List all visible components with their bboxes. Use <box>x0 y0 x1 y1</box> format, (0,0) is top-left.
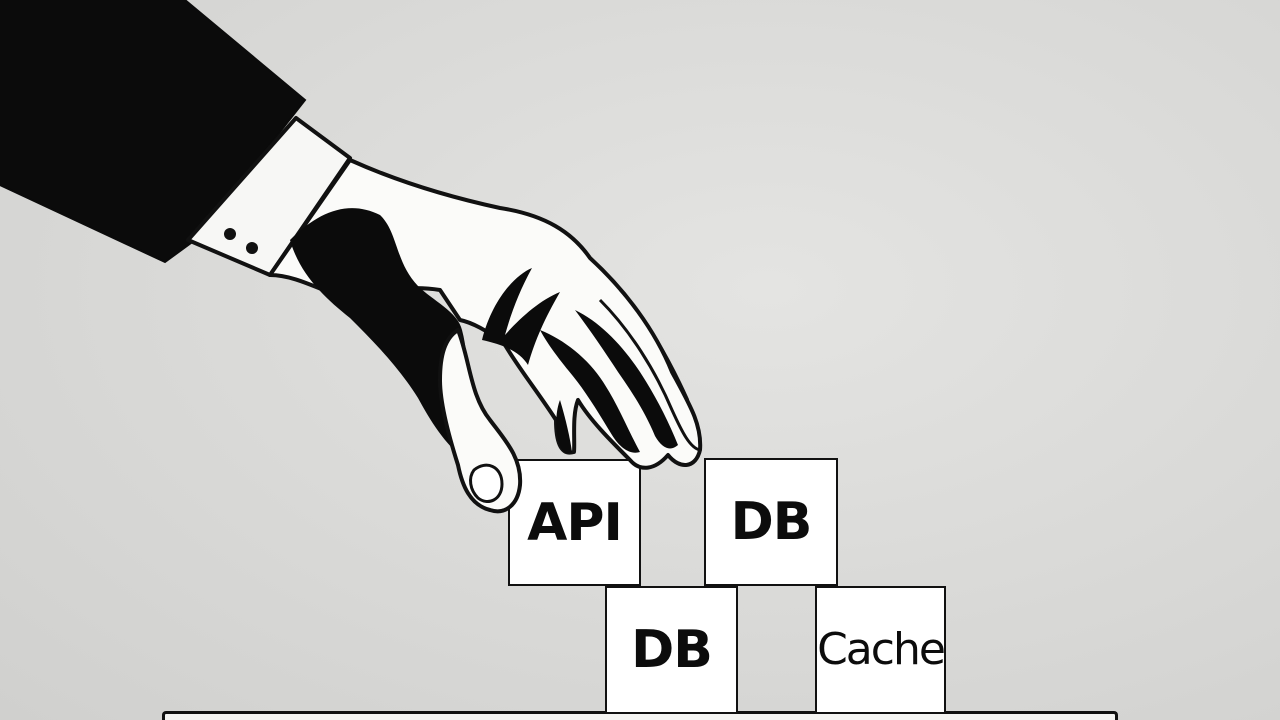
thumb-nail <box>469 463 504 503</box>
block-db-top: DB <box>704 458 838 586</box>
cufflink-left-icon <box>224 228 236 240</box>
cufflink-right-icon <box>246 242 258 254</box>
finger-crease-upper <box>482 268 560 365</box>
finger-outline-2 <box>619 289 690 401</box>
block-db-bottom: DB <box>605 586 738 714</box>
block-cache-label: Cache <box>817 624 946 675</box>
block-api: API <box>508 459 641 586</box>
finger-outline <box>598 298 701 452</box>
finger-crease-middle <box>540 330 640 453</box>
block-api-label: API <box>527 492 623 553</box>
block-cache: Cache <box>815 586 946 714</box>
thumb <box>438 328 523 514</box>
palm-shadow <box>290 208 483 460</box>
block-db-top-label: DB <box>730 492 813 552</box>
finger-crease-index <box>556 400 572 454</box>
block-db-bottom-label: DB <box>631 620 713 680</box>
finger-crease-lower <box>575 310 678 449</box>
